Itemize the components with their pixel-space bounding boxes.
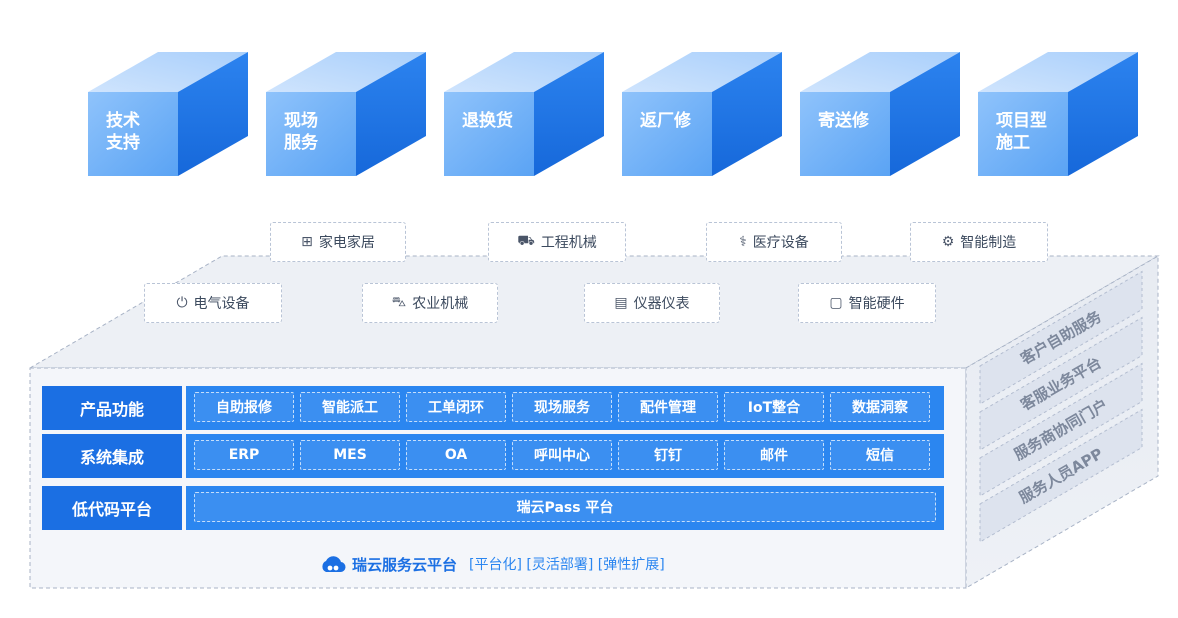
platform-brand: 瑞云服务云平台 [平台化] [灵活部署] [弹性扩展]	[320, 552, 665, 576]
brand-tags: [平台化] [灵活部署] [弹性扩展]	[469, 554, 665, 574]
cloud-logo-icon	[320, 554, 346, 574]
brand-name: 瑞云服务云平台	[352, 554, 457, 575]
